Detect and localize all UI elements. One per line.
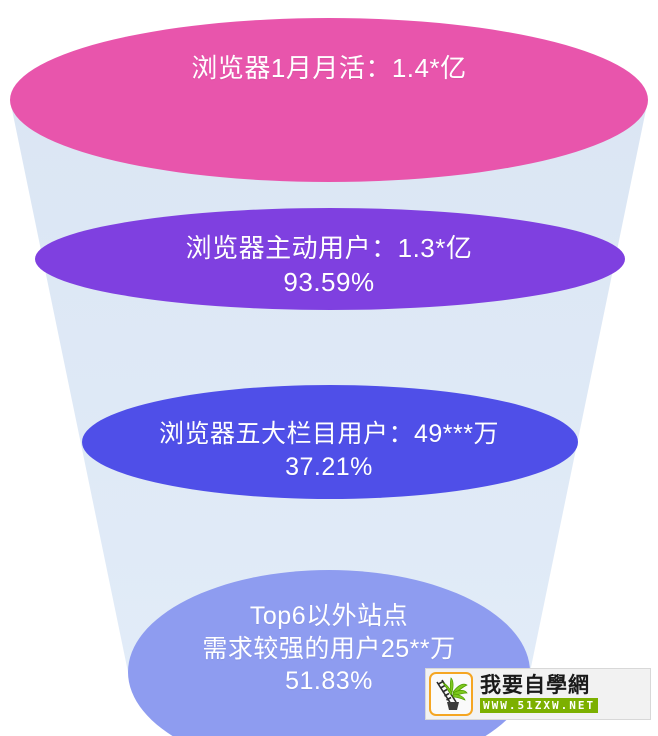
watermark-site-name: 我要自學網: [480, 672, 590, 697]
plant-logo-icon: [429, 672, 473, 716]
funnel-stage-3-shape: [82, 385, 578, 499]
funnel-stage-2-shape: [35, 208, 625, 310]
funnel-stage-1-shape: [10, 18, 648, 182]
plant-logo-glyph: [436, 677, 468, 710]
watermark-text-group: 我要自學網 WWW.51ZXW.NET: [480, 672, 599, 714]
watermark-url: WWW.51ZXW.NET: [480, 697, 599, 714]
watermark: 我要自學網 WWW.51ZXW.NET: [425, 668, 651, 720]
